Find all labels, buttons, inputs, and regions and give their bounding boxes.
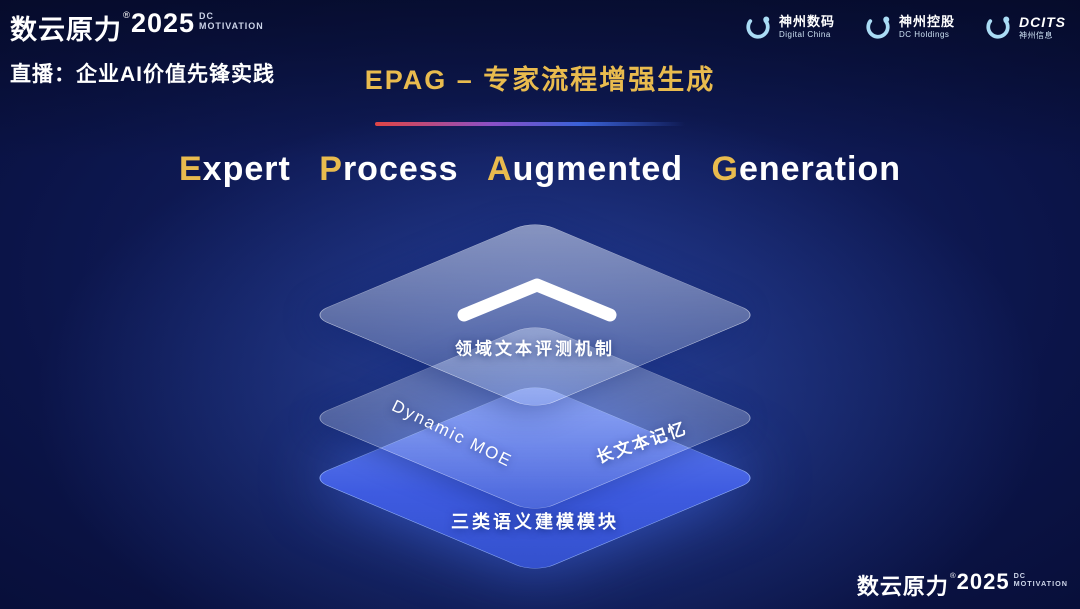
subtitle-rest: eneration: [738, 150, 902, 188]
swoosh-icon: [866, 15, 890, 39]
swoosh-icon: [746, 15, 770, 39]
partner-logo-dcits: DCITS 神州信息: [983, 12, 1066, 42]
subtitle-initial: A: [487, 150, 513, 188]
registered-mark: ®: [123, 10, 130, 21]
partner-text: 神州数码 Digital China: [779, 14, 835, 39]
brand-sub-top: DC: [199, 11, 214, 21]
partner-logo-digital-china: 神州数码 Digital China: [743, 12, 835, 42]
page-title: EPAG – 专家流程增强生成: [364, 65, 716, 95]
subtitle-initial: G: [711, 150, 739, 188]
chevron-up-icon: [457, 278, 617, 322]
partner-name: DCITS: [1019, 13, 1066, 30]
top-layer-label: 领域文本评测机制: [455, 339, 615, 359]
partner-name: 神州数码: [778, 14, 835, 30]
brand-name: 数云原力: [10, 15, 122, 45]
partner-text: DCITS 神州信息: [1019, 14, 1066, 40]
partner-subtitle: DC Holdings: [898, 30, 950, 39]
brand-sub-top: DC: [1013, 571, 1027, 580]
subtitle-expert-process-augmented-generation: Expert Process Augmented Generation: [0, 150, 1080, 189]
partner-name: 神州控股: [898, 14, 955, 30]
bottom-layer-label: 三类语义建模模块: [451, 512, 619, 532]
subtitle-word: Augmented: [487, 150, 683, 188]
subtitle-rest: xpert: [202, 150, 291, 188]
partner-logos: 神州数码 Digital China 神州控股 DC Holdings DCIT…: [743, 12, 1066, 42]
subtitle-initial: P: [319, 150, 343, 188]
live-stream-label: 直播：企业AI价值先锋实践: [10, 63, 275, 86]
subtitle-word: Expert: [179, 150, 291, 188]
subtitle-rest: rocess: [342, 150, 459, 188]
registered-mark: ®: [949, 571, 956, 580]
subtitle-word: Process: [319, 150, 458, 188]
partner-subtitle: Digital China: [778, 30, 831, 39]
subtitle-rest: ugmented: [512, 150, 684, 188]
brand-year: 2025: [130, 8, 196, 38]
subtitle-word: Generation: [712, 150, 902, 188]
partner-text: 神州控股 DC Holdings: [899, 14, 955, 39]
brand-name: 数云原力: [856, 574, 949, 599]
subtitle-initial: E: [178, 150, 203, 188]
gradient-divider: [375, 122, 685, 126]
partner-subtitle: 神州信息: [1019, 30, 1053, 40]
brand-year: 2025: [956, 569, 1010, 594]
swoosh-icon: [986, 15, 1010, 39]
brand-sub-bottom: MOTIVATION: [199, 21, 264, 32]
partner-logo-dc-holdings: 神州控股 DC Holdings: [863, 12, 955, 42]
brand-sub-bottom: MOTIVATION: [1013, 579, 1068, 589]
